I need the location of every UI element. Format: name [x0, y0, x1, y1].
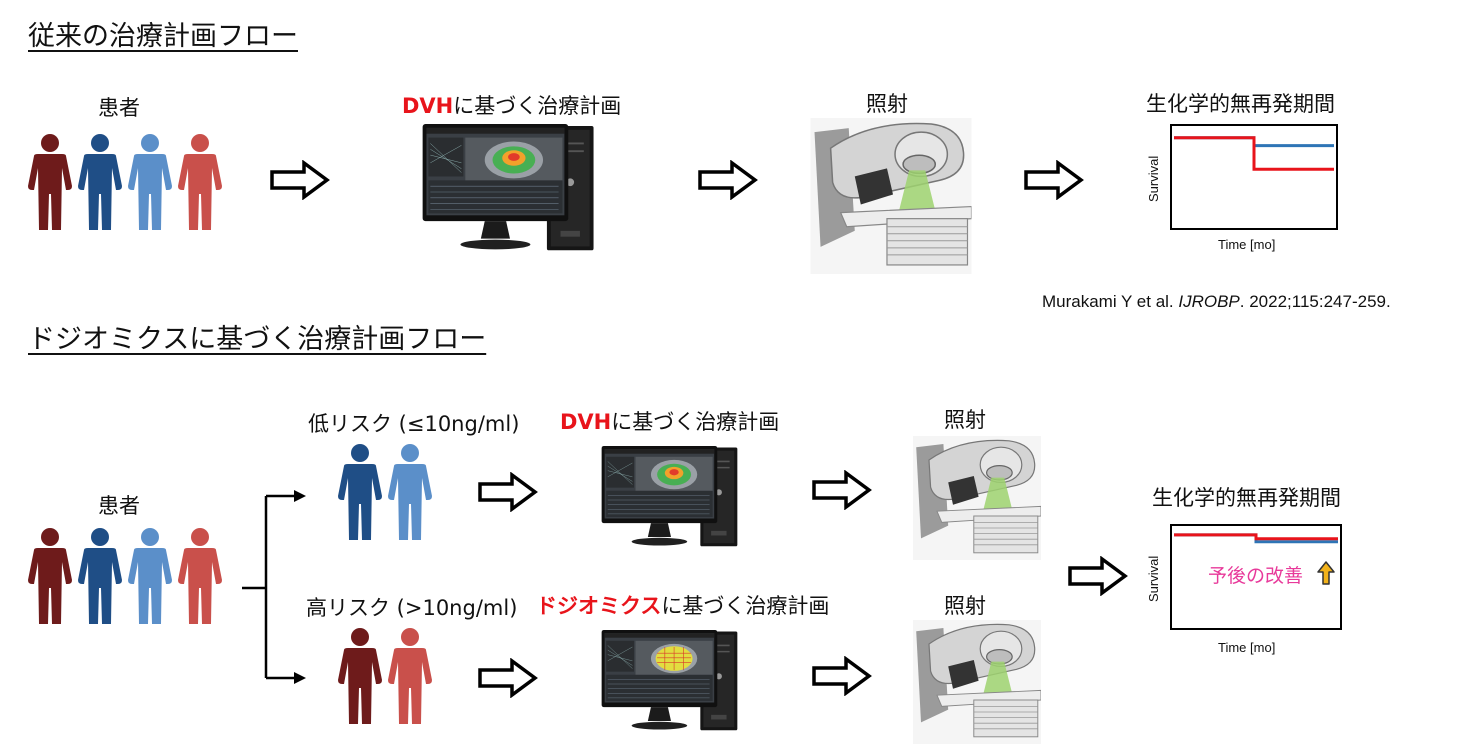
- low-risk-label: 低リスク (≤10ng/ml): [308, 412, 520, 436]
- dvh-dose-map: [650, 459, 698, 490]
- person-icon: [178, 528, 222, 624]
- plan-label-high-highlight: ドジオミクス: [536, 594, 662, 618]
- linear-accelerator-icon: [912, 620, 1042, 744]
- plan-label-low-highlight: DVH: [560, 410, 612, 434]
- irradiation-label-top: 照射: [866, 92, 908, 116]
- survival-curve-1: [1174, 136, 1334, 171]
- survival-chart-plot: [1174, 533, 1338, 544]
- survival-chart-top: [1170, 124, 1338, 230]
- hollow-right-arrow-icon: [812, 656, 872, 696]
- dosiomics-dose-map: [650, 643, 698, 674]
- person-icon: [178, 134, 222, 230]
- computer-workstation-icon: [588, 630, 754, 738]
- person-icon: [388, 628, 432, 724]
- plan-label-highlight: DVH: [402, 94, 454, 118]
- patient-group-high-risk: [338, 628, 432, 724]
- linear-accelerator-icon: [810, 118, 972, 274]
- plan-label-low: DVHに基づく治療計画: [560, 406, 779, 436]
- plan-label-low-rest: に基づく治療計画: [611, 410, 780, 434]
- person-icon: [78, 528, 122, 624]
- chart-xlabel-top: Time [mo]: [1218, 237, 1276, 252]
- patient-group-low-risk: [338, 444, 432, 540]
- heading-conventional-flow: 従来の治療計画フロー: [28, 21, 298, 52]
- person-icon: [28, 134, 72, 230]
- hollow-right-arrow-icon: [478, 472, 538, 512]
- citation-details: . 2022;115:247-259.: [1239, 292, 1391, 311]
- up-arrow-icon: [1317, 561, 1335, 585]
- patient-group-top: [28, 134, 222, 230]
- heading-dosiomics-flow: ドジオミクスに基づく治療計画フロー: [28, 324, 487, 355]
- hollow-right-arrow-icon: [270, 160, 330, 200]
- high-risk-label: 高リスク (>10ng/ml): [306, 596, 518, 620]
- linear-accelerator-icon: [912, 436, 1042, 560]
- hollow-right-arrow-icon: [812, 470, 872, 510]
- plan-label-high-rest: に基づく治療計画: [661, 594, 830, 618]
- irradiation-label-low: 照射: [944, 408, 986, 432]
- patients-label-top: 患者: [98, 96, 140, 120]
- chart-xlabel-bottom: Time [mo]: [1218, 640, 1276, 655]
- plan-label-high: ドジオミクスに基づく治療計画: [536, 590, 829, 620]
- person-icon: [28, 528, 72, 624]
- outcome-label-bottom: 生化学的無再発期間: [1152, 486, 1341, 510]
- survival-chart-bottom: [1170, 524, 1342, 630]
- survival-chart-plot: [1174, 136, 1334, 171]
- plan-label-top: DVHに基づく治療計画: [402, 90, 621, 120]
- chart-ylabel-bottom: Survival: [1146, 555, 1161, 602]
- hollow-right-arrow-icon: [1024, 160, 1084, 200]
- citation: Murakami Y et al. IJROBP. 2022;115:247-2…: [1042, 292, 1391, 312]
- citation-journal: IJROBP: [1178, 292, 1240, 311]
- person-icon: [388, 444, 432, 540]
- survival-curve-1: [1174, 533, 1338, 541]
- dvh-dose-map: [484, 141, 544, 179]
- person-icon: [338, 628, 382, 724]
- person-icon: [78, 134, 122, 230]
- patients-label-bottom: 患者: [98, 494, 140, 518]
- patient-group-bottom: [28, 528, 222, 624]
- hollow-right-arrow-icon: [478, 658, 538, 698]
- person-icon: [128, 134, 172, 230]
- hollow-right-arrow-icon: [698, 160, 758, 200]
- computer-workstation-icon: [588, 446, 754, 554]
- prognosis-improvement-label: 予後の改善: [1208, 565, 1304, 587]
- chart-ylabel-top: Survival: [1146, 155, 1161, 202]
- hollow-right-arrow-icon: [1068, 556, 1128, 596]
- computer-workstation-icon: [406, 124, 614, 260]
- outcome-label-top: 生化学的無再発期間: [1146, 92, 1335, 116]
- person-icon: [128, 528, 172, 624]
- branch-connector: [242, 490, 306, 684]
- citation-authors: Murakami Y et al.: [1042, 292, 1179, 311]
- irradiation-label-high: 照射: [944, 594, 986, 618]
- plan-label-rest: に基づく治療計画: [453, 94, 622, 118]
- person-icon: [338, 444, 382, 540]
